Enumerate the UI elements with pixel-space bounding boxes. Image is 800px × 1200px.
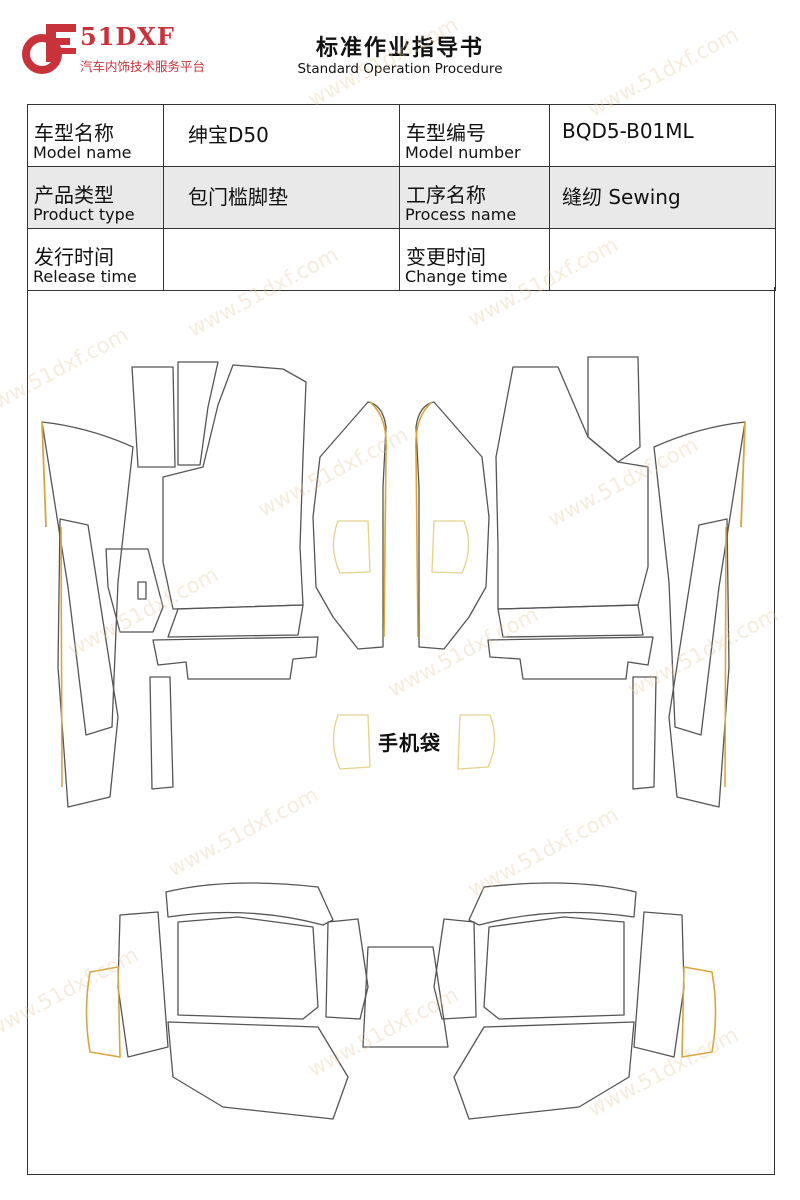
floor-mat-pattern-drawing [41,356,746,1120]
logo-brand-text: 51DXF [80,22,175,51]
right-front-lower-strip [632,676,657,790]
right-front-strip [668,518,730,808]
model-name-value: 绅宝D50 [188,123,269,147]
left-center-tunnel-edge [369,401,387,638]
change-time-label-cell: 变更时间 Change time [399,228,550,291]
rear-left-lower-panel [167,1021,349,1120]
left-front-pillar-edge [41,421,47,528]
left-phone-pocket-flap [332,520,371,574]
right-front-main-panel [495,366,649,610]
info-row-time: 发行时间 Release time 变更时间 Change time [27,228,776,291]
release-time-value-cell [163,228,400,291]
info-row-product: 产品类型 Product type 包门槛脚垫 工序名称 Process nam… [27,166,776,229]
product-type-label-en: Product type [33,205,135,224]
document-header: 51DXF 汽车内饰技术服务平台 标准作业指导书 Standard Operat… [0,0,800,100]
change-time-label-cn: 变更时间 [406,245,486,269]
model-name-value-cell: 绅宝D50 [163,104,400,167]
document-title-cn: 标准作业指导书 [315,36,484,61]
left-front-side-pocket [105,548,164,633]
brand-logo: 51DXF 汽车内饰技术服务平台 [22,18,232,78]
right-front-upper-panel-a [587,356,641,463]
logo-mark-icon [22,24,76,74]
process-name-label-cell: 工序名称 Process name [399,166,550,229]
left-front-strip-edge [60,526,63,788]
left-front-upper-panel-b [177,361,219,466]
model-name-label-en: Model name [33,143,132,162]
right-front-pillar-edge [740,421,746,528]
document-title-en: Standard Operation Procedure [297,61,503,77]
info-row-model: 车型名称 Model name 绅宝D50 车型编号 Model number … [27,104,776,167]
rear-left-main-panel [177,916,319,1020]
product-type-label-cn: 产品类型 [34,183,114,207]
left-front-lower-strip [149,676,174,790]
phone-pocket-right [457,714,496,770]
product-type-value: 包门槛脚垫 [188,185,288,209]
rear-left-end-cap [85,966,121,1058]
left-front-strip [57,518,119,808]
left-front-pocket-slot [137,581,147,600]
logo-subtitle: 汽车内饰技术服务平台 [80,59,206,74]
process-name-label-cn: 工序名称 [406,183,486,207]
pattern-drawing-area: 手机袋 [27,287,775,1175]
left-front-heel-panel [167,604,304,638]
left-front-main-panel [162,364,307,610]
phone-pocket-label: 手机袋 [378,731,441,755]
model-number-label-cn: 车型编号 [406,121,486,145]
right-front-sill-strip [487,636,654,680]
left-front-pillar-piece [41,421,134,736]
process-name-value-cell: 缝纫 Sewing [549,166,776,229]
phone-pocket-left [332,714,371,770]
rear-right-side-panel [633,911,685,1058]
info-table: 车型名称 Model name 绅宝D50 车型编号 Model number … [27,104,776,291]
model-number-label-cell: 车型编号 Model number [399,104,550,167]
process-name-label-en: Process name [405,205,517,224]
release-time-label-cell: 发行时间 Release time [27,228,164,291]
model-number-value-cell: BQD5-B01ML [549,104,776,167]
rear-right-main-panel [483,916,625,1020]
model-name-label-cell: 车型名称 Model name [27,104,164,167]
left-front-upper-panel-a [131,366,176,468]
right-front-pillar-piece [653,421,746,736]
rear-right-small-panel [433,918,477,1020]
model-name-label-cn: 车型名称 [34,121,114,145]
change-time-value-cell [549,228,776,291]
rear-right-lower-panel [453,1021,635,1120]
right-front-heel-panel [497,604,644,638]
process-name-value: 缝纫 Sewing [562,185,681,209]
rear-left-small-panel [325,918,369,1020]
release-time-label-cn: 发行时间 [34,245,114,269]
product-type-label-cell: 产品类型 Product type [27,166,164,229]
left-front-sill-strip [152,636,319,680]
release-time-label-en: Release time [33,267,137,286]
change-time-label-en: Change time [405,267,508,286]
right-front-strip-edge [724,526,727,788]
model-number-label-en: Model number [405,143,521,162]
product-type-value-cell: 包门槛脚垫 [163,166,400,229]
rear-center-tunnel [362,946,449,1048]
right-phone-pocket-flap [431,520,470,574]
left-center-tunnel-panel [312,401,387,650]
rear-left-side-panel [117,911,169,1058]
model-number-value: BQD5-B01ML [562,119,694,143]
right-center-tunnel-edge [415,401,433,638]
right-center-tunnel-panel [415,401,490,650]
rear-right-end-cap [681,966,717,1058]
